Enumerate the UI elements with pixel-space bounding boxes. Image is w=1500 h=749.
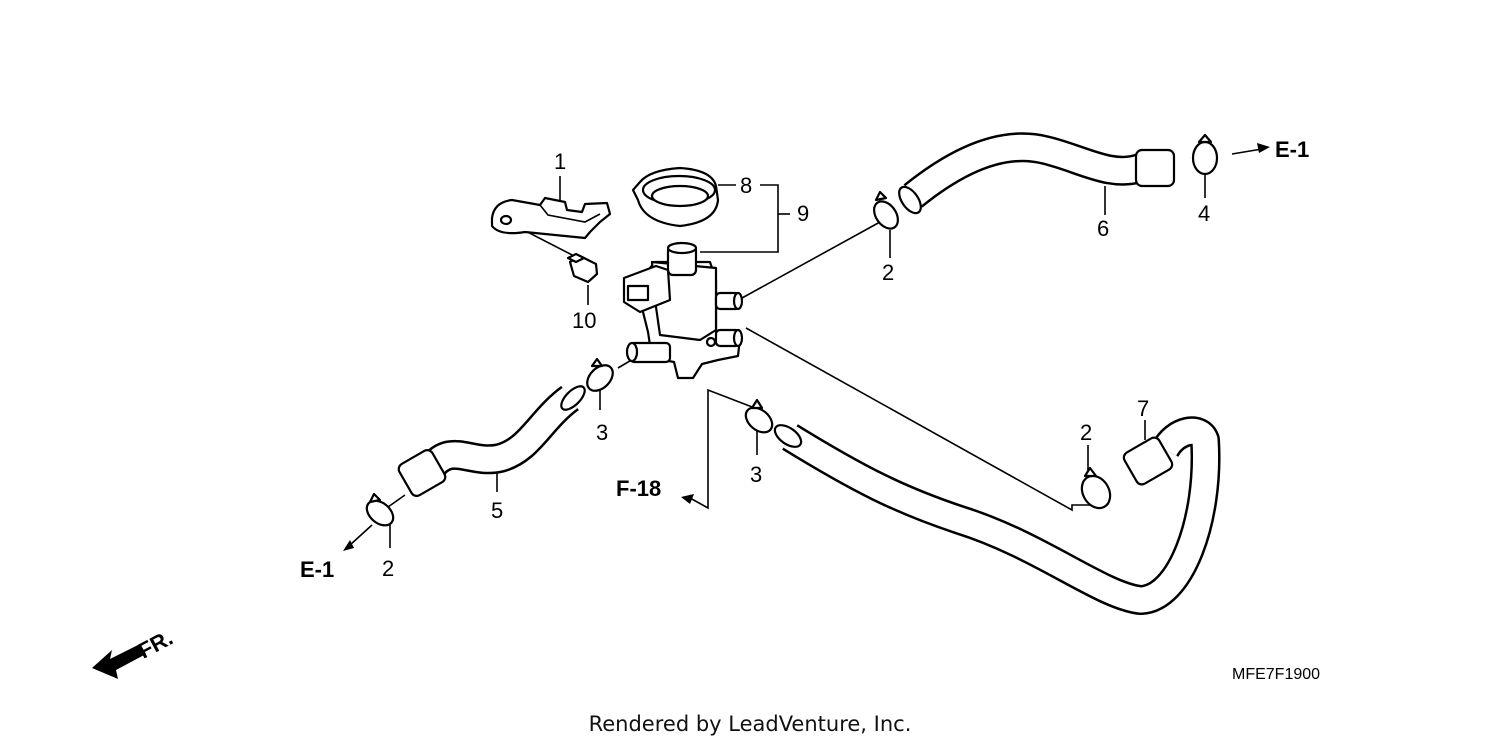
hose-part-5 — [397, 385, 586, 497]
callout-8: 8 — [740, 173, 752, 198]
callout-6: 6 — [1097, 216, 1109, 241]
ref-f18: F-18 — [616, 476, 661, 501]
callout-4: 4 — [1198, 201, 1210, 226]
solenoid-valve-part-9 — [622, 241, 744, 380]
callout-1: 1 — [554, 149, 566, 174]
clamp-part-2-c — [365, 492, 395, 527]
clamp-part-3-a — [586, 357, 614, 392]
rubber-mount-part-8 — [631, 166, 720, 228]
footer-credit: Rendered by LeadVenture, Inc. — [588, 712, 912, 736]
front-direction-arrow-icon — [92, 644, 146, 679]
callout-3-left: 3 — [596, 420, 608, 445]
ref-e1-top: E-1 — [1275, 137, 1309, 162]
clamp-part-2-a — [873, 190, 899, 230]
callout-2-right: 2 — [1080, 420, 1092, 445]
arrow-head-f18 — [681, 494, 694, 504]
arrow-head-e1-left — [343, 540, 354, 551]
callout-2-upper: 2 — [882, 260, 894, 285]
callout-9: 9 — [797, 201, 809, 226]
callout-5: 5 — [491, 498, 503, 523]
clamp-part-3-b — [744, 398, 774, 434]
clamp-part-4 — [1191, 133, 1219, 176]
arrow-head-e1-top — [1257, 143, 1270, 153]
front-direction-label: FR. — [134, 625, 177, 664]
ref-e1-left: E-1 — [300, 557, 334, 582]
hose-part-7 — [773, 416, 1221, 615]
leader-lines — [349, 148, 1263, 548]
hose-part-6 — [898, 132, 1176, 215]
callout-7: 7 — [1137, 396, 1149, 421]
clamp-part-2-b — [1080, 466, 1112, 510]
diagram-code: MFE7F1900 — [1232, 666, 1320, 683]
callout-2-lower: 2 — [382, 556, 394, 581]
bracket-part-1 — [490, 196, 612, 240]
callout-3-right: 3 — [750, 462, 762, 487]
bolt-part-10 — [566, 252, 599, 284]
callout-10: 10 — [572, 308, 596, 333]
